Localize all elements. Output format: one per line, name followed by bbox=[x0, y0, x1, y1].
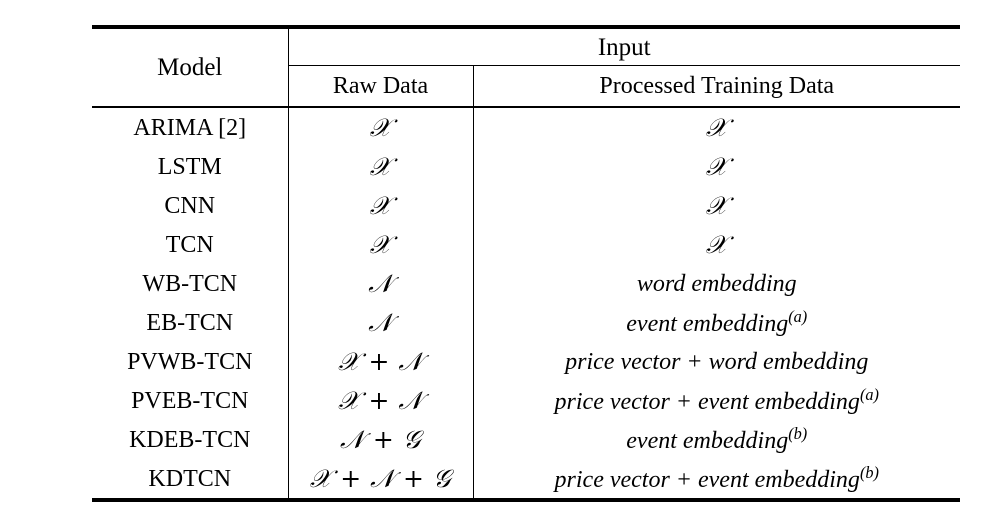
cell-raw-data: 𝒳 bbox=[287, 106, 473, 147]
table-row: PVWB-TCN 𝒳 + 𝒩 price vector + word embeddi… bbox=[92, 342, 960, 381]
cell-raw-data: 𝒳 bbox=[287, 186, 473, 225]
cell-processed-training-data: word embedding bbox=[472, 264, 960, 303]
table-row: CNN 𝒳 𝒳 bbox=[92, 186, 960, 225]
cell-model: KDTCN bbox=[92, 459, 288, 502]
cell-processed-training-data: price vector + event embedding(a) bbox=[472, 381, 960, 420]
cell-processed-training-data: 𝒳 bbox=[472, 186, 960, 225]
cell-processed-training-data: 𝒳 bbox=[472, 106, 960, 147]
table-header: Model Input Raw Data Processed Training … bbox=[92, 25, 960, 107]
column-header-processed-training-data: Processed Training Data bbox=[472, 65, 960, 107]
processed-value-text: price vector + word embedding bbox=[565, 348, 869, 375]
processed-value-text: 𝒳 bbox=[705, 151, 728, 181]
model-input-comparison-table: Model Input Raw Data Processed Training … bbox=[92, 25, 960, 502]
cell-model: PVWB-TCN bbox=[127, 348, 253, 375]
processed-value-text: 𝒳 bbox=[705, 190, 728, 220]
processed-value-text: event embedding bbox=[626, 428, 789, 454]
cell-processed-training-data: 𝒳 bbox=[472, 225, 960, 264]
cell-processed-training-data: price vector + event embedding(b) bbox=[472, 459, 960, 502]
processed-value-text: price vector + event embedding bbox=[554, 467, 860, 493]
cell-raw-data: 𝒩 + 𝒢 bbox=[287, 420, 473, 459]
column-header-raw-data: Raw Data bbox=[287, 65, 473, 107]
processed-value-superscript: (b) bbox=[859, 463, 879, 482]
cell-processed-training-data: event embedding(a) bbox=[472, 303, 960, 342]
cell-model: CNN bbox=[164, 192, 216, 219]
processed-value-superscript: (b) bbox=[788, 424, 808, 443]
table-row: TCN 𝒳 𝒳 bbox=[92, 225, 960, 264]
cell-model: WB-TCN bbox=[142, 270, 238, 297]
table-row: LSTM 𝒳 𝒳 bbox=[92, 147, 960, 186]
cell-raw-data: 𝒳 bbox=[287, 225, 473, 264]
cell-model: ARIMA [2] bbox=[92, 106, 288, 147]
column-header-model: Model bbox=[92, 25, 288, 107]
processed-value-text: event embedding bbox=[626, 311, 789, 337]
processed-value-text: price vector + event embedding bbox=[554, 389, 860, 415]
cell-raw-data: 𝒩 bbox=[287, 303, 473, 342]
processed-value-superscript: (a) bbox=[788, 307, 808, 326]
cell-model: KDEB-TCN bbox=[129, 426, 251, 453]
comparison-table-container: Model Input Raw Data Processed Training … bbox=[92, 25, 960, 502]
column-header-input-group: Input bbox=[287, 25, 960, 66]
cell-raw-data: 𝒳 + 𝒩 + 𝒢 bbox=[287, 459, 473, 502]
processed-value-text: 𝒳 bbox=[705, 229, 728, 259]
cell-model: PVEB-TCN bbox=[131, 387, 249, 414]
cell-raw-data: 𝒳 + 𝒩 bbox=[287, 342, 473, 381]
cell-model: LSTM bbox=[157, 153, 222, 180]
processed-value-superscript: (a) bbox=[859, 385, 879, 404]
cell-raw-data: 𝒩 bbox=[287, 264, 473, 303]
header-row-group: Model Input bbox=[92, 25, 960, 107]
cell-processed-training-data: 𝒳 bbox=[472, 147, 960, 186]
header-row-sub: Raw Data Processed Training Data bbox=[92, 65, 960, 107]
cell-raw-data: 𝒳 + 𝒩 bbox=[287, 381, 473, 420]
processed-value-text: word embedding bbox=[636, 270, 797, 297]
cell-model: EB-TCN bbox=[146, 309, 234, 336]
cell-processed-training-data: event embedding(b) bbox=[472, 420, 960, 459]
cell-model: TCN bbox=[165, 231, 214, 258]
processed-value-text: 𝒳 bbox=[705, 112, 728, 142]
cell-raw-data: 𝒳 bbox=[287, 147, 473, 186]
cell-processed-training-data: price vector + word embedding bbox=[472, 342, 960, 381]
